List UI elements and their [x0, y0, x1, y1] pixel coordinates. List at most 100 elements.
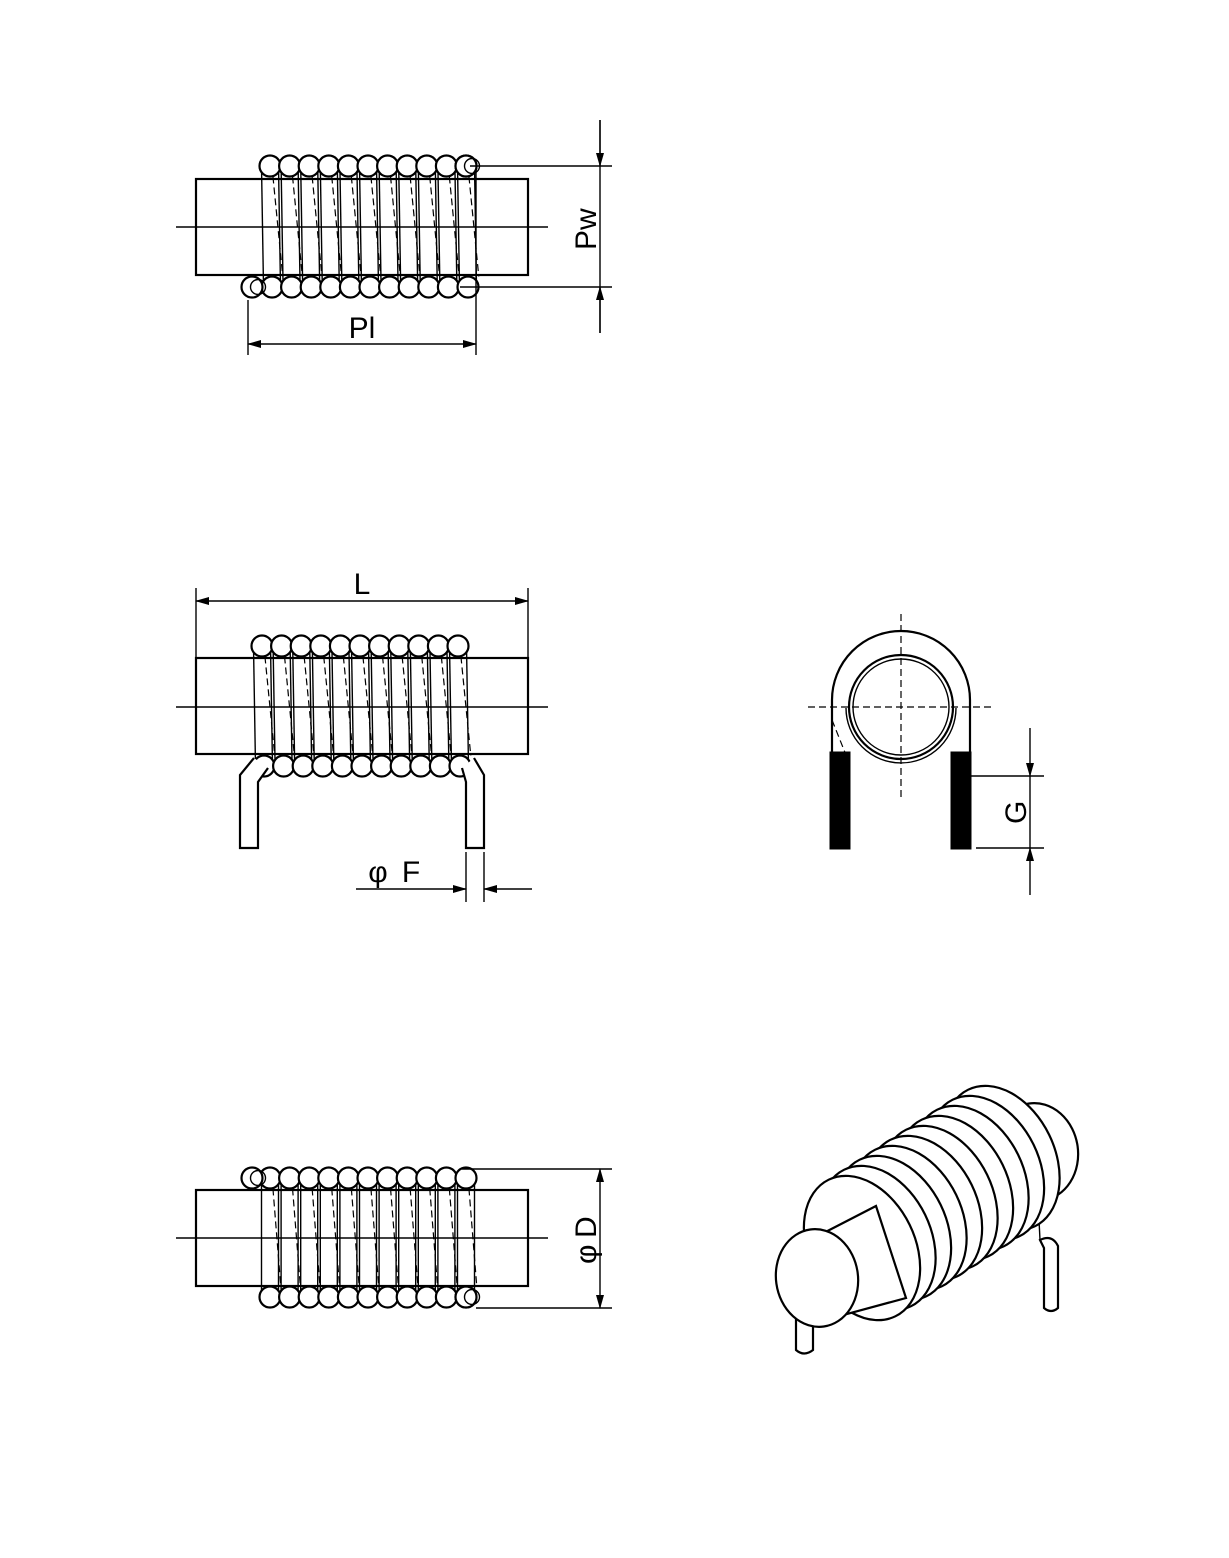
- wire-turn-bottom: [389, 754, 413, 778]
- winding-line: [456, 165, 461, 288]
- wire-turn-top: [395, 154, 419, 178]
- wire-turn-top: [356, 154, 380, 178]
- winding-line: [272, 645, 276, 767]
- wire-end-inner: [463, 1288, 481, 1306]
- winding-back-line: [429, 1188, 439, 1287]
- wire-turn-top: [258, 154, 282, 178]
- bottom-view: φ D: [176, 1166, 612, 1309]
- wire-turn-bottom: [370, 754, 394, 778]
- f-phi-symbol: φ: [368, 856, 387, 889]
- winding-line: [465, 645, 470, 767]
- wire-turn-bottom: [376, 1285, 400, 1309]
- winding-back-line: [440, 656, 452, 756]
- wire-turn-top: [336, 154, 360, 178]
- winding-line: [370, 645, 374, 767]
- winding-back-line: [381, 656, 393, 756]
- wire-turn-bottom: [434, 1285, 458, 1309]
- front-view: L φ F: [176, 568, 548, 902]
- lead-right-iso: [1038, 1236, 1060, 1313]
- wire-turn-bottom: [278, 1285, 302, 1309]
- winding-back-line: [331, 176, 343, 277]
- winding-line: [339, 165, 343, 288]
- wire-turn-bottom: [272, 754, 296, 778]
- wire-turn-bottom: [436, 275, 460, 299]
- wire-turn-top: [376, 1166, 400, 1190]
- wire-turn-bottom: [350, 754, 374, 778]
- wire-turn-top: [250, 634, 274, 658]
- winding-back-line: [350, 1188, 360, 1287]
- coil-outline-side: [830, 629, 972, 752]
- winding-back-line: [272, 176, 284, 277]
- wire-turn-bottom: [319, 275, 343, 299]
- core-end-front-iso: [774, 1228, 860, 1328]
- top-view: Pw Pl: [176, 120, 612, 355]
- wire-turn-top: [297, 1166, 321, 1190]
- winding-line: [336, 165, 340, 288]
- core-body-front: [194, 656, 530, 756]
- winding-line: [252, 645, 257, 767]
- wire-turn-top: [328, 634, 352, 658]
- wire-turn-top: [348, 634, 372, 658]
- winding-line: [331, 645, 335, 767]
- wire-turn-bottom: [297, 1285, 321, 1309]
- winding-back-line: [291, 176, 303, 277]
- wire-end-top: [240, 1166, 264, 1190]
- coil-winding-bottom: [240, 1166, 481, 1309]
- winding-back-line: [448, 1188, 458, 1287]
- wire-turn-bottom: [378, 275, 402, 299]
- winding-back-line: [468, 176, 480, 277]
- winding-line: [375, 165, 380, 288]
- l-label: L: [354, 568, 371, 601]
- winding-line: [426, 645, 430, 767]
- wire-turn-top: [395, 1166, 419, 1190]
- winding-back-line: [370, 176, 382, 277]
- winding-line: [367, 645, 372, 767]
- wire-turn-bottom: [299, 275, 323, 299]
- winding-line: [417, 165, 421, 288]
- winding-line: [446, 645, 450, 767]
- winding-back-line: [401, 656, 413, 756]
- winding-line: [409, 645, 413, 767]
- wire-turn-top: [415, 1166, 439, 1190]
- wire-turn-top: [270, 634, 294, 658]
- wire-turn-bottom: [338, 275, 362, 299]
- winding-back-line: [409, 176, 421, 277]
- coil-winding-front: [250, 634, 472, 778]
- wire-turn-top: [415, 154, 439, 178]
- lead-left-side: [829, 751, 851, 850]
- wire-turn-bottom: [291, 754, 315, 778]
- winding-back-line: [311, 176, 323, 277]
- winding-back-line: [429, 176, 441, 277]
- winding-line: [350, 645, 355, 767]
- winding-line: [309, 645, 313, 767]
- isometric-view: [774, 1084, 1080, 1355]
- wire-turn-top: [376, 154, 400, 178]
- wire-end-bottom: [454, 1285, 478, 1309]
- winding-back-line: [331, 1188, 341, 1287]
- winding-back-line: [362, 656, 374, 756]
- wire-turn-top: [317, 1166, 341, 1190]
- lead-right: [460, 757, 486, 850]
- lead-right-side: [950, 751, 972, 850]
- wire-turn-top: [426, 634, 450, 658]
- wire-turn-bottom: [428, 754, 452, 778]
- winding-back-line: [468, 1188, 478, 1287]
- wire-turn-bottom: [395, 1285, 419, 1309]
- winding-line: [328, 645, 332, 767]
- g-label: G: [1000, 801, 1033, 824]
- winding-line: [415, 165, 419, 288]
- winding-line: [292, 645, 296, 767]
- wire-turn-top: [336, 1166, 360, 1190]
- wire-end-bottom: [240, 275, 264, 299]
- wire-turn-top: [454, 1166, 478, 1190]
- wire-turn-top: [356, 1166, 380, 1190]
- winding-back-line: [409, 1188, 419, 1287]
- winding-line: [378, 165, 382, 288]
- wire-turn-top: [446, 634, 470, 658]
- winding-back-line: [389, 176, 401, 277]
- winding-line: [407, 645, 411, 767]
- winding-back-line: [303, 656, 315, 756]
- winding-line: [280, 165, 284, 288]
- wire-turn-top: [434, 154, 458, 178]
